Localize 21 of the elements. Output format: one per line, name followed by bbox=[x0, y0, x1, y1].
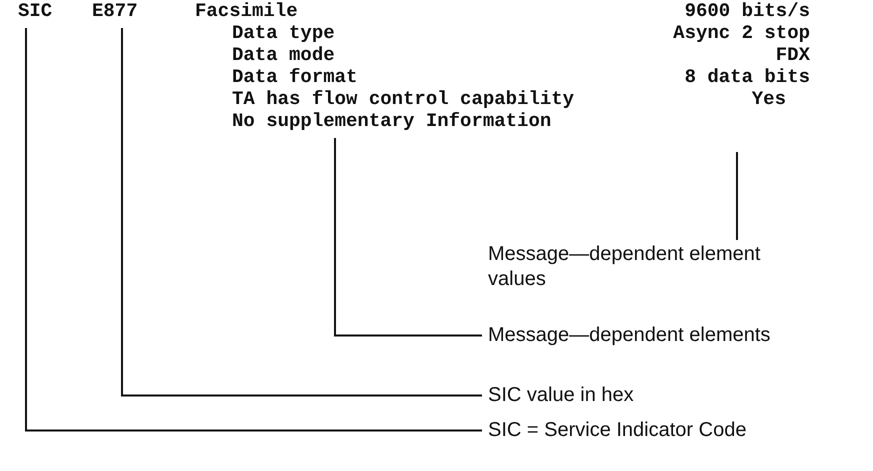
field-name: Facsimile bbox=[195, 0, 298, 22]
leader-line bbox=[736, 152, 738, 240]
field-value: Async 2 stop bbox=[673, 22, 810, 44]
callout-text: Message—dependent elements bbox=[488, 323, 848, 348]
leader-line bbox=[121, 28, 482, 396]
callout-text: Message—dependent element values bbox=[488, 242, 818, 292]
field-value: Yes bbox=[752, 88, 786, 110]
leader-line bbox=[25, 28, 482, 432]
field-name: Data type bbox=[232, 22, 335, 44]
leader-line bbox=[334, 138, 482, 336]
listing-text: E877 bbox=[92, 0, 138, 22]
callout-text: SIC value in hex bbox=[488, 383, 848, 408]
field-name: TA has flow control capability bbox=[232, 88, 574, 110]
listing-text: SIC bbox=[18, 0, 52, 22]
callout-text: SIC = Service Indicator Code bbox=[488, 418, 848, 443]
listing-text: No supplementary Information bbox=[232, 110, 552, 132]
field-name: Data mode bbox=[232, 44, 335, 66]
field-value: FDX bbox=[776, 44, 810, 66]
field-name: Data format bbox=[232, 66, 358, 88]
field-value: 8 data bits bbox=[684, 66, 810, 88]
field-value: 9600 bits/s bbox=[684, 0, 810, 22]
